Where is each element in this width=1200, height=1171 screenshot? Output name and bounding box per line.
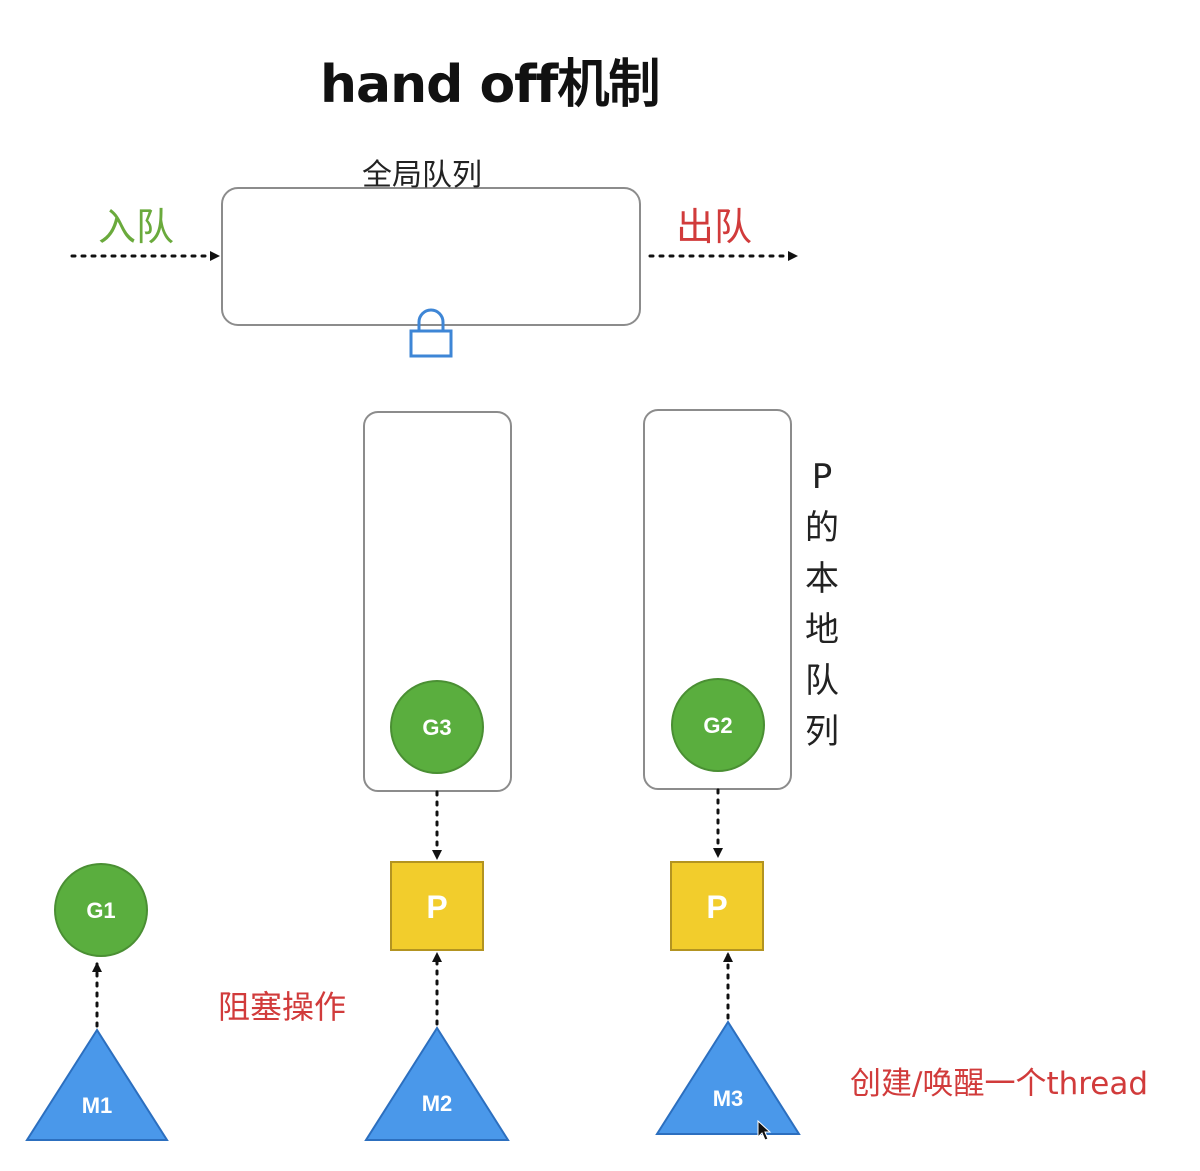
create-thread-label: 创建/唤醒一个thread bbox=[850, 1066, 1149, 1102]
goroutine-g3: G3 bbox=[390, 680, 484, 774]
lock-icon bbox=[409, 308, 453, 358]
machine-m1: M1 bbox=[25, 1028, 169, 1141]
local-queue-label: P的本地队列 bbox=[805, 457, 839, 752]
global-queue-box bbox=[221, 187, 641, 326]
enqueue-label: 入队 bbox=[98, 205, 175, 249]
processor-p-right-label: P bbox=[706, 889, 727, 925]
goroutine-g2-label: G2 bbox=[703, 713, 732, 738]
global-queue-label: 全局队列 bbox=[362, 158, 482, 193]
blocking-operation-label: 阻塞操作 bbox=[218, 988, 347, 1026]
dequeue-label: 出队 bbox=[676, 205, 753, 249]
machine-m2-label: M2 bbox=[422, 1091, 453, 1116]
processor-p-left: P bbox=[390, 861, 484, 951]
processor-p-left-label: P bbox=[426, 889, 447, 925]
goroutine-g2: G2 bbox=[671, 678, 765, 772]
cursor-icon bbox=[757, 1119, 772, 1141]
machine-m2: M2 bbox=[364, 1026, 510, 1141]
machine-m1-label: M1 bbox=[82, 1093, 113, 1118]
machine-m3-label: M3 bbox=[713, 1086, 744, 1111]
page-title: hand off机制 bbox=[320, 55, 660, 115]
goroutine-g1-label: G1 bbox=[86, 898, 115, 923]
processor-p-right: P bbox=[670, 861, 764, 951]
machine-m3: M3 bbox=[655, 1020, 801, 1135]
goroutine-g1: G1 bbox=[54, 863, 148, 957]
goroutine-g3-label: G3 bbox=[422, 715, 451, 740]
